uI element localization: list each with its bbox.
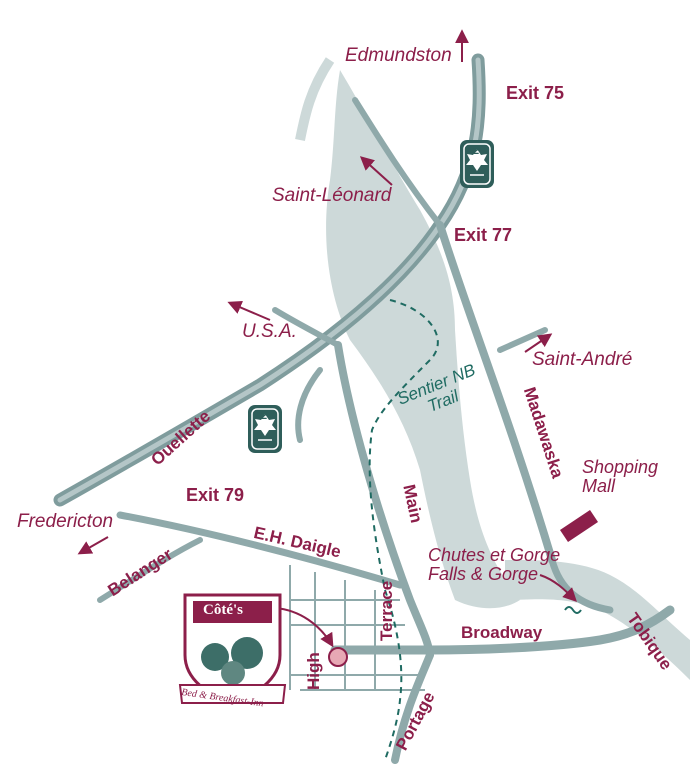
destination-fredericton: Fredericton	[17, 511, 114, 532]
exit-77-label: Exit 77	[454, 225, 513, 245]
shopping-mall-marker[interactable]	[560, 510, 598, 542]
falls-icon	[564, 606, 582, 614]
destination-edmundston: Edmundston	[345, 45, 452, 66]
falls-label-line2: Falls & Gorge	[428, 563, 539, 584]
sentier-nb-trail	[368, 299, 439, 761]
shopping-mall-label[interactable]: Shopping Mall	[582, 458, 658, 496]
street-terrace: Terrace	[377, 580, 396, 641]
destination-saint-andre: Saint-André	[532, 349, 633, 370]
falls-label[interactable]: Chutes et Gorge Falls & Gorge	[428, 546, 560, 584]
shopping-mall-line1: Shopping	[582, 457, 659, 477]
street-grid	[289, 565, 425, 691]
exit-79-label: Exit 79	[186, 485, 245, 505]
river	[295, 57, 690, 680]
shield-number-south: 2	[261, 410, 268, 422]
highway-shield-icon	[460, 140, 494, 188]
cotes-bb-logo[interactable]	[178, 593, 287, 705]
falls-label-line1: Chutes et Gorge	[428, 545, 561, 565]
street-broadway: Broadway	[461, 623, 543, 642]
street-high: High	[304, 652, 323, 690]
shield-number-north: 2	[473, 145, 480, 157]
destination-usa: U.S.A.	[242, 321, 297, 342]
bb-location-marker[interactable]	[328, 647, 348, 667]
destination-saint-leonard: Saint-Léonard	[272, 185, 392, 206]
direction-arrows	[77, 29, 577, 648]
exit-75-label: Exit 75	[506, 83, 565, 103]
highway-shield-icon	[248, 405, 282, 453]
shopping-mall-line2: Mall	[582, 475, 616, 496]
logo-name: Côté's	[203, 602, 243, 618]
